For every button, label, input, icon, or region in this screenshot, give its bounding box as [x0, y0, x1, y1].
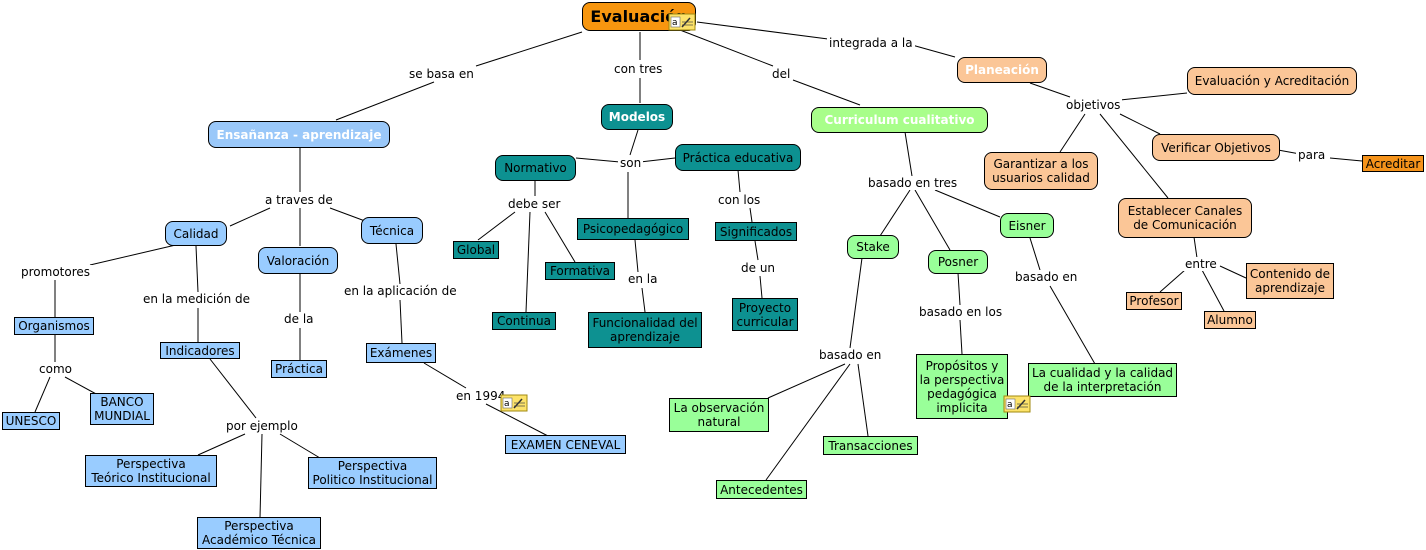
concept-normativo[interactable]: Normativo: [495, 155, 576, 181]
svg-text:a: a: [672, 18, 678, 28]
link-por-ejemplo: por ejemplo: [224, 419, 300, 433]
concept-practica[interactable]: Práctica: [271, 360, 327, 378]
link-son: son: [618, 156, 644, 170]
link-del: del: [770, 67, 793, 81]
link-en-1994: en 1994: [454, 389, 508, 403]
concept-global[interactable]: Global: [453, 241, 499, 259]
concept-transacciones[interactable]: Transacciones: [823, 436, 918, 455]
concept-observacion-natural[interactable]: La observación natural: [669, 398, 769, 432]
svg-text:a: a: [1007, 400, 1013, 410]
concept-evaluacion-acreditacion[interactable]: Evaluación y Acreditación: [1187, 67, 1357, 95]
concept-valoracion[interactable]: Valoración: [258, 247, 338, 274]
concept-psicopedagogico[interactable]: Psicopedagógico: [577, 218, 689, 240]
concept-verificar-objetivos[interactable]: Verificar Objetivos: [1152, 134, 1280, 161]
link-integrada: integrada a la: [827, 36, 915, 50]
concept-significados[interactable]: Significados: [715, 222, 797, 241]
link-en-la-aplicacion: en la aplicación de: [342, 284, 459, 298]
concept-establecer-canales[interactable]: Establecer Canales de Comunicación: [1118, 198, 1252, 238]
link-debe-ser: debe ser: [506, 197, 563, 211]
concept-examen-ceneval[interactable]: EXAMEN CENEVAL: [505, 435, 626, 454]
concept-posner[interactable]: Posner: [928, 250, 988, 274]
link-promotores: promotores: [19, 265, 93, 279]
concept-acreditar[interactable]: Acreditar: [1362, 155, 1424, 172]
concept-perspectiva-politico[interactable]: Perspectiva Politico Institucional: [308, 457, 437, 489]
concept-garantizar[interactable]: Garantizar a los usuarios calidad: [984, 152, 1098, 190]
link-de-un: de un: [739, 261, 778, 275]
link-basado-en-tres: basado en tres: [866, 176, 960, 190]
concept-cualidad-calidad[interactable]: La cualidad y la calidad de la interpret…: [1028, 363, 1177, 397]
concept-profesor[interactable]: Profesor: [1126, 292, 1182, 310]
link-como: como: [37, 362, 74, 376]
concept-examenes[interactable]: Exámenes: [366, 343, 436, 363]
concept-stake[interactable]: Stake: [847, 235, 899, 259]
concept-planeacion[interactable]: Planeación: [957, 57, 1047, 83]
concept-tecnica[interactable]: Técnica: [361, 217, 423, 244]
link-objetivos: objetivos: [1064, 98, 1123, 112]
link-basado-en-stake: basado en: [817, 348, 884, 362]
link-en-la: en la: [626, 272, 660, 286]
concept-indicadores[interactable]: Indicadores: [160, 342, 240, 359]
concept-calidad[interactable]: Calidad: [165, 221, 227, 246]
concept-curriculum-cualitativo[interactable]: Curriculum cualitativo: [811, 107, 988, 133]
concept-antecedentes[interactable]: Antecedentes: [716, 480, 807, 499]
concept-alumno[interactable]: Alumno: [1204, 311, 1256, 329]
link-basado-en-los: basado en los: [917, 305, 1005, 319]
concept-banco-mundial[interactable]: BANCO MUNDIAL: [90, 393, 154, 425]
concept-practica-educativa[interactable]: Práctica educativa: [675, 144, 801, 171]
concept-modelos[interactable]: Modelos: [601, 104, 673, 130]
link-se-basa-en: se basa en: [407, 67, 476, 81]
concept-proyecto-curricular[interactable]: Proyecto curricular: [732, 298, 798, 331]
link-en-la-medicion: en la medición de: [141, 292, 253, 306]
concept-propositos[interactable]: Propósitos y la perspectiva pedagógica i…: [916, 354, 1008, 419]
annotation-note-icon[interactable]: a: [500, 394, 528, 412]
link-a-traves-de: a traves de: [263, 193, 335, 207]
link-de-la: de la: [282, 312, 316, 326]
concept-perspectiva-academico[interactable]: Perspectiva Académico Técnica: [197, 517, 321, 549]
annotation-note-icon[interactable]: a: [1003, 395, 1031, 413]
link-con-tres: con tres: [612, 62, 665, 76]
link-entre: entre: [1183, 257, 1219, 271]
concept-eisner[interactable]: Eisner: [1000, 213, 1054, 238]
concept-funcionalidad[interactable]: Funcionalidad del aprendizaje: [588, 312, 702, 348]
concept-continua[interactable]: Continua: [492, 312, 556, 330]
link-para: para: [1296, 148, 1328, 162]
annotation-note-icon[interactable]: a: [668, 13, 696, 31]
concept-perspectiva-teorico[interactable]: Perspectiva Teórico Institucional: [85, 455, 217, 487]
concept-formativa[interactable]: Formativa: [545, 262, 615, 280]
svg-text:a: a: [504, 399, 510, 409]
concept-unesco[interactable]: UNESCO: [2, 412, 60, 430]
concept-ensenanza-aprendizaje[interactable]: Ensañanza - aprendizaje: [208, 121, 390, 148]
link-con-los: con los: [716, 193, 763, 207]
link-basado-en-eisner: basado en: [1013, 270, 1080, 284]
concept-contenido-aprendizaje[interactable]: Contenido de aprendizaje: [1246, 263, 1334, 299]
concept-organismos[interactable]: Organismos: [14, 317, 94, 335]
